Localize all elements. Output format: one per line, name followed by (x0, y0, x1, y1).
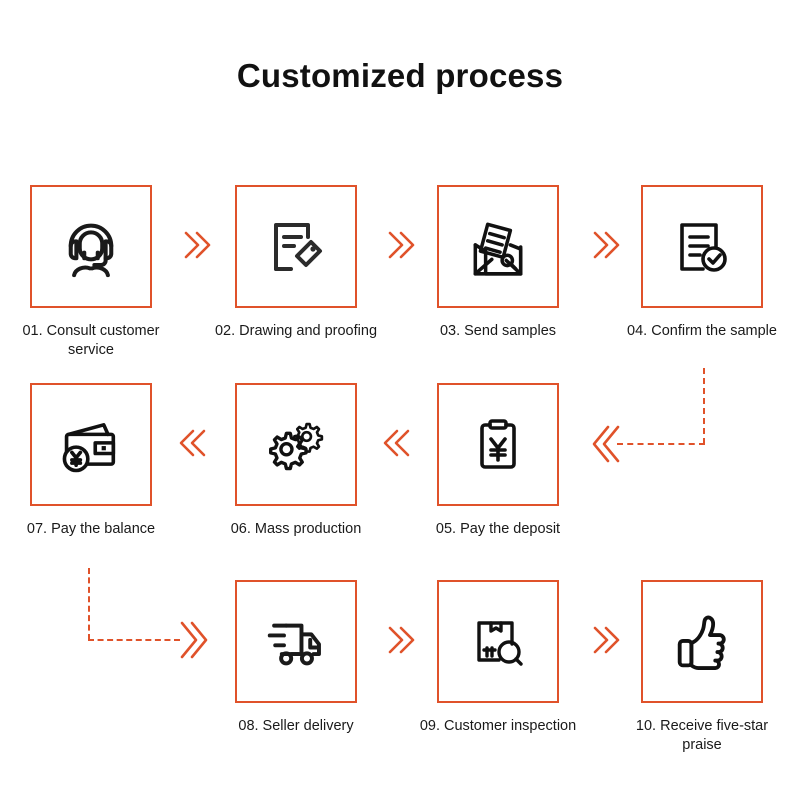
step-icon-box (235, 383, 357, 506)
step-icon-box (641, 185, 763, 308)
process-step-03[interactable]: 03. Send samples (437, 185, 559, 341)
double-chevron-left-icon (179, 429, 206, 457)
step-label: 10. Receive five-star praise (635, 718, 769, 753)
envelope-document-icon (473, 222, 523, 276)
process-step-05[interactable]: 05. Pay the deposit (436, 383, 560, 539)
step-icon-box (235, 185, 357, 308)
row1-to-row2-connector-vertical (703, 368, 705, 444)
step-icon-box (641, 580, 763, 703)
step-icon-box (437, 580, 559, 703)
process-step-06[interactable]: 06. Mass production (231, 383, 361, 539)
step-label: 03. Send samples (439, 323, 557, 339)
row2-to-row3-connector-horizontal (88, 639, 180, 641)
double-chevron-right-icon (184, 231, 211, 259)
process-step-04[interactable]: 04. Confirm the sample (627, 185, 777, 341)
step-label: 05. Pay the deposit (435, 521, 561, 537)
step-label: 06. Mass production (230, 521, 362, 537)
connector-chevron-left (178, 421, 212, 465)
document-tag-icon (274, 222, 322, 271)
process-step-09[interactable]: 09. Customer inspection (420, 580, 576, 736)
step-icon-box (437, 383, 559, 506)
package-inspect-icon (477, 620, 523, 666)
step-icon-box (30, 383, 152, 506)
connector-chevron-right (587, 618, 621, 662)
thumbs-up-icon (677, 615, 726, 670)
row2-to-row3-arrowhead (176, 619, 208, 659)
process-step-10[interactable]: 10. Receive five-star praise (636, 580, 768, 755)
step-icon-box (30, 185, 152, 308)
step-icon-box (437, 185, 559, 308)
process-step-08[interactable]: 08. Seller delivery (235, 580, 357, 736)
row1-to-row2-arrowhead (592, 423, 620, 463)
connector-chevron-left (382, 421, 416, 465)
row1-to-row2-connector-horizontal (617, 443, 705, 445)
connector-chevron-right (382, 618, 416, 662)
double-chevron-left-icon (383, 429, 410, 457)
connector-chevron-right (382, 223, 416, 267)
page-title: Customized process (236, 57, 564, 94)
process-step-07[interactable]: 07. Pay the balance (27, 383, 155, 539)
process-step-02[interactable]: 02. Drawing and proofing (215, 185, 377, 341)
step-label: 04. Confirm the sample (627, 323, 777, 339)
wallet-yen-icon (62, 422, 116, 472)
step-label: 01. Consult customer service (22, 323, 160, 358)
connector-chevron-right (587, 223, 621, 267)
document-check-icon (680, 222, 727, 272)
double-chevron-right-icon (180, 621, 208, 659)
delivery-truck-icon (267, 623, 321, 665)
row2-to-row3-connector-vertical (88, 568, 90, 640)
clipboard-yen-icon (480, 418, 516, 469)
double-chevron-right-icon (388, 626, 415, 654)
step-icon-box (235, 580, 357, 703)
gears-icon (269, 422, 324, 470)
double-chevron-right-icon (593, 626, 620, 654)
double-chevron-left-icon (592, 425, 620, 463)
double-chevron-right-icon (388, 231, 415, 259)
step-label: 09. Customer inspection (419, 718, 577, 734)
connector-chevron-right (178, 223, 212, 267)
step-label: 08. Seller delivery (238, 718, 354, 734)
double-chevron-right-icon (593, 231, 620, 259)
customer-service-headset-icon (68, 223, 114, 277)
step-label: 07. Pay the balance (26, 521, 156, 537)
process-step-01[interactable]: 01. Consult customer service (22, 185, 160, 360)
step-label: 02. Drawing and proofing (214, 323, 378, 339)
